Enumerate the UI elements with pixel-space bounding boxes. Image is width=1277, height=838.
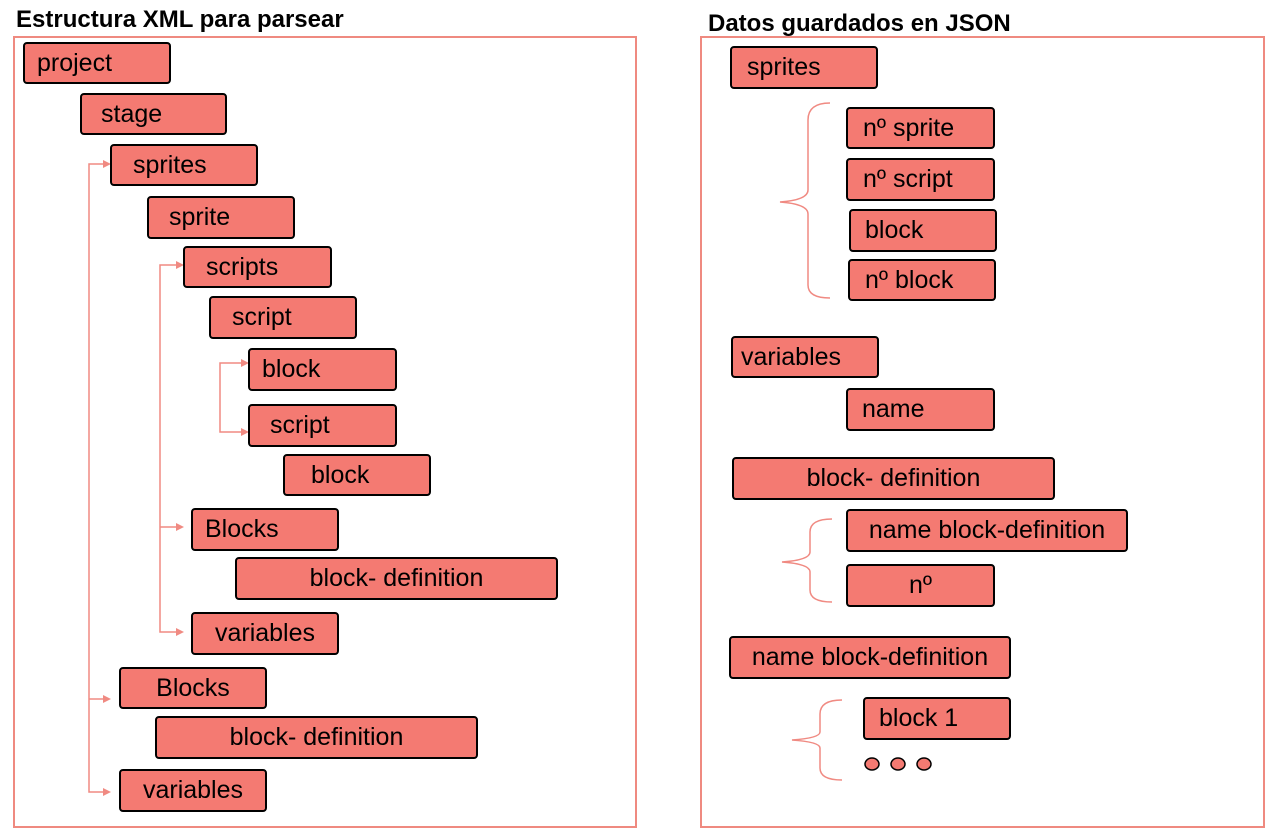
json-node-n-script: nº script — [846, 158, 995, 201]
json-node-variables: variables — [731, 336, 879, 378]
xml-panel — [13, 36, 637, 828]
xml-node-block-nested: block — [283, 454, 431, 496]
xml-node-blocks-outer: Blocks — [119, 667, 267, 709]
xml-node-variables-outer: variables — [119, 769, 267, 812]
xml-node-sprite: sprite — [147, 196, 295, 239]
xml-node-scripts: scripts — [183, 246, 332, 288]
json-node-n-block: nº block — [848, 259, 996, 301]
xml-node-stage: stage — [80, 93, 227, 135]
json-node-n-sprite: nº sprite — [846, 107, 995, 149]
xml-node-script-nested: script — [248, 404, 397, 447]
json-node-block: block — [849, 209, 997, 252]
json-node-block-1: block 1 — [863, 697, 1011, 740]
xml-title: Estructura XML para parsear — [16, 6, 344, 33]
json-node-name: name — [846, 388, 995, 431]
json-title: Datos guardados en JSON — [708, 10, 1011, 37]
json-node-block-definition: block- definition — [732, 457, 1055, 500]
xml-node-project: project — [23, 42, 171, 84]
json-node-n: nº — [846, 564, 995, 607]
json-node-name-block-definition-2: name block-definition — [729, 636, 1011, 679]
xml-node-script: script — [209, 296, 357, 339]
xml-node-sprites: sprites — [110, 144, 258, 186]
json-node-sprites: sprites — [730, 46, 878, 89]
xml-node-block-definition-inner: block- definition — [235, 557, 558, 600]
xml-node-block-definition-outer: block- definition — [155, 716, 478, 759]
xml-node-variables-inner: variables — [191, 612, 339, 655]
json-panel — [700, 36, 1265, 828]
xml-node-block: block — [248, 348, 397, 391]
xml-node-blocks-inner: Blocks — [191, 508, 339, 551]
json-node-name-block-definition: name block-definition — [846, 509, 1128, 552]
